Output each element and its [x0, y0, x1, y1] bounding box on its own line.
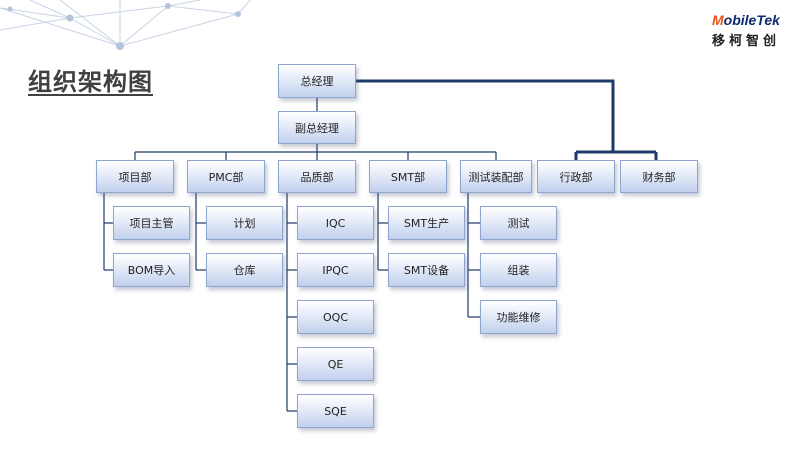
node-sqe: SQE [297, 394, 374, 428]
node-test-assembly-dept: 测试装配部 [460, 160, 532, 193]
node-planning: 计划 [206, 206, 283, 240]
node-project-dept: 项目部 [96, 160, 174, 193]
node-project-supervisor: 项目主管 [113, 206, 190, 240]
node-ipqc: IPQC [297, 253, 374, 287]
logo-english: MobileTek [712, 12, 792, 28]
node-smt-production: SMT生产 [388, 206, 465, 240]
node-bom-import: BOM导入 [113, 253, 190, 287]
network-decoration [0, 0, 251, 50]
node-smt-dept: SMT部 [369, 160, 447, 193]
logo-chinese: 移柯智创 [712, 34, 781, 49]
node-general-manager: 总经理 [278, 64, 356, 98]
node-deputy-general-manager: 副总经理 [278, 111, 356, 144]
node-oqc: OQC [297, 300, 374, 334]
node-warehouse: 仓库 [206, 253, 283, 287]
node-function-repair: 功能维修 [480, 300, 557, 334]
page-title: 组织架构图 [28, 68, 153, 96]
node-assembly: 组装 [480, 253, 557, 287]
node-admin-dept: 行政部 [537, 160, 615, 193]
node-testing: 测试 [480, 206, 557, 240]
node-pmc-dept: PMC部 [187, 160, 265, 193]
node-finance-dept: 财务部 [620, 160, 698, 193]
node-smt-equipment: SMT设备 [388, 253, 465, 287]
company-logo: MobileTek 移柯智创 [712, 12, 792, 49]
node-iqc: IQC [297, 206, 374, 240]
logo-rest: obileTek [723, 12, 780, 28]
node-quality-dept: 品质部 [278, 160, 356, 193]
logo-m: M [712, 12, 724, 28]
node-qe: QE [297, 347, 374, 381]
